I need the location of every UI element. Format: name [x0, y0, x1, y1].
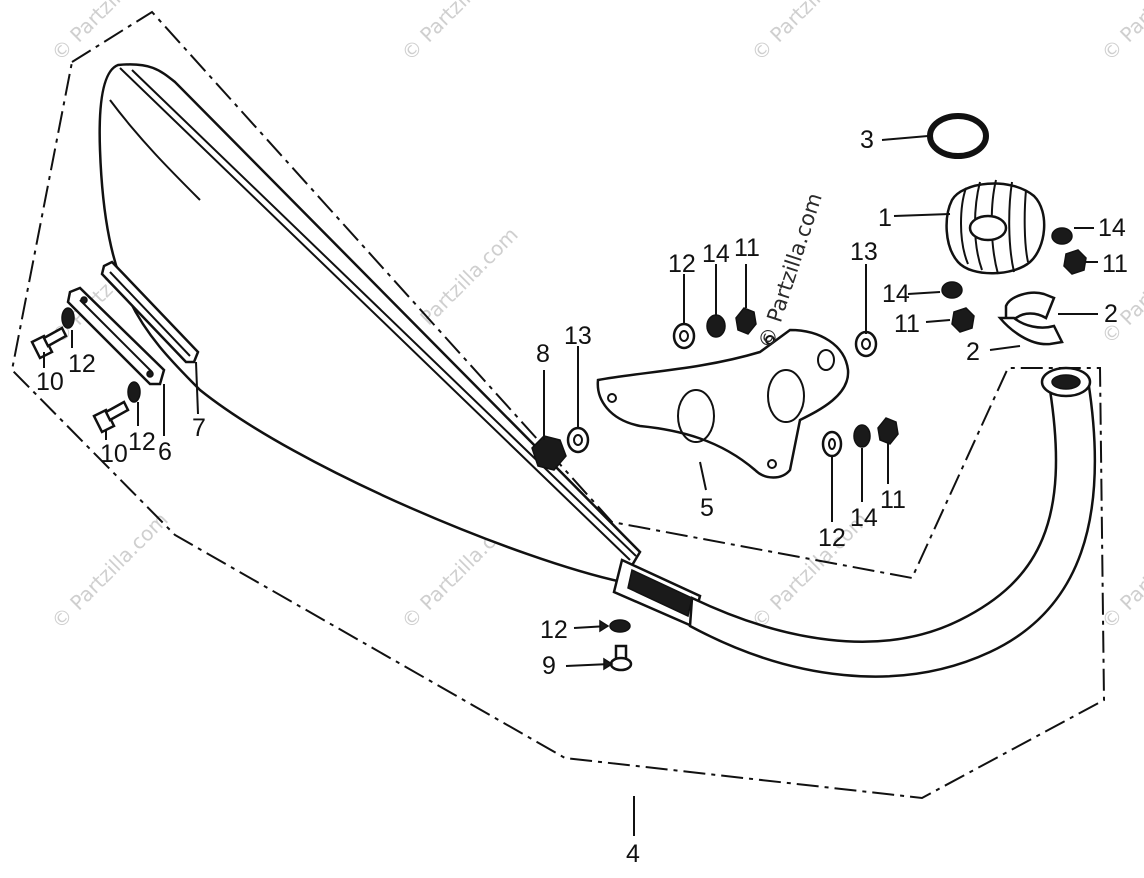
washer-part-13: [566, 426, 590, 454]
callout-10: 10: [36, 368, 64, 396]
bracket-part-5: [596, 328, 850, 479]
nut-part-11: [1063, 249, 1087, 275]
lock-washer-part-14: [1051, 227, 1073, 245]
washer-part-12: [821, 430, 843, 458]
callout-9: 9: [542, 652, 556, 680]
callout-12: 12: [128, 428, 156, 456]
callout-8: 8: [536, 340, 550, 368]
callout-5: 5: [700, 494, 714, 522]
callout-14: 14: [850, 504, 878, 532]
washer-part-12: [61, 307, 75, 329]
washer-part-12: [672, 322, 696, 350]
washer-part-12: [609, 619, 631, 633]
watermark-inline: © Partzilla.com: [754, 190, 827, 352]
callout-11: 11: [1102, 250, 1128, 278]
watermark: © Partzilla.com: [47, 507, 173, 633]
callout-11: 11: [734, 234, 760, 262]
muffler: [98, 63, 702, 628]
lock-washer-part-14: [941, 281, 963, 299]
exhaust-pipe: [688, 366, 1097, 678]
callout-10: 10: [100, 440, 128, 468]
screw-part-9: [609, 644, 633, 672]
callout-6: 6: [158, 438, 172, 466]
watermark: © Partzilla.com: [47, 0, 173, 66]
nut-part-11: [877, 417, 899, 445]
callout-2: 2: [1104, 300, 1118, 328]
callout-1: 1: [878, 204, 892, 232]
callout-13: 13: [564, 322, 592, 350]
callout-14: 14: [882, 280, 910, 308]
callout-12: 12: [818, 524, 846, 552]
callout-labels: 3 1 14 11 14 11 2 2 12 14 11 13 8 13 5 1…: [36, 126, 1128, 868]
plate-part-6: [66, 286, 166, 386]
bolt-part-10: [30, 326, 68, 360]
exhaust-joint-part-1: [945, 179, 1046, 275]
watermark: © Partzilla.com: [747, 0, 873, 66]
assembly-outline: [10, 10, 1106, 800]
callout-12: 12: [540, 616, 568, 644]
lock-washer-part-14: [853, 424, 871, 448]
callout-3: 3: [860, 126, 874, 154]
collar-part-2: [997, 291, 1064, 346]
callout-12: 12: [668, 250, 696, 278]
washer-part-12: [127, 381, 141, 403]
callout-14: 14: [1098, 214, 1126, 242]
bolt-part-10: [92, 400, 130, 434]
callout-12: 12: [68, 350, 96, 378]
watermark: © Partzilla.com: [397, 0, 523, 66]
callout-14: 14: [702, 240, 730, 268]
nut-part-11: [951, 307, 975, 333]
callout-13: 13: [850, 238, 878, 266]
leader-lines: [43, 135, 1098, 836]
callout-7: 7: [192, 414, 206, 442]
lock-washer-part-14: [706, 314, 726, 338]
washer-part-13: [854, 330, 878, 358]
gasket-part-3: [927, 113, 989, 159]
callout-4: 4: [626, 840, 640, 868]
strap-part-7: [100, 260, 200, 364]
callout-11: 11: [894, 310, 920, 338]
watermark: © Partzilla.com: [1097, 0, 1144, 66]
nut-part-11: [735, 307, 757, 335]
callout-2: 2: [966, 338, 980, 366]
arrowheads: [599, 619, 614, 671]
callout-11: 11: [880, 486, 906, 514]
